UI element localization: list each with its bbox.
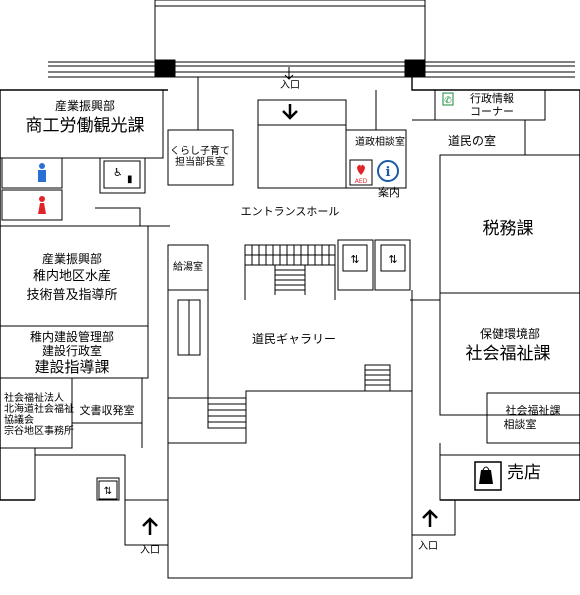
arrow-up-icon <box>142 509 438 535</box>
entrance-hall-label: エントランスホール <box>240 205 340 218</box>
industry-mid-dept: 産業振興部 <box>41 252 103 266</box>
industry-top-name: 商工労働観光課 <box>25 116 145 136</box>
svg-text:i: i <box>386 165 391 180</box>
accessible-toilet-icon: ♿ ▮ <box>103 160 141 189</box>
industry-top-dept: 産業振興部 <box>54 99 116 113</box>
info-label: 案内 <box>378 186 400 199</box>
shafuku-office-line2: 北海道社会福祉 <box>4 404 74 415</box>
left-mid-offices <box>0 225 149 449</box>
gyosei-line2: コーナー <box>470 105 514 118</box>
entrance-top: 入口 <box>280 80 300 91</box>
aed-icon: AED <box>349 159 373 186</box>
arrow-down-icon <box>282 67 298 120</box>
kensetsu-line2: 建設行政室 <box>41 344 103 358</box>
industry-mid-line2: 技術普及指導所 <box>26 288 118 303</box>
bottom-block <box>34 390 456 579</box>
hoken-dept: 保健環境部 <box>479 327 541 341</box>
kurashi-corridor <box>163 76 199 130</box>
shafuku-office-line4: 宗谷地区事務所 <box>4 426 74 437</box>
top-bars <box>48 59 575 78</box>
center-left-block <box>167 244 209 399</box>
bunsho-label: 文書収発室 <box>79 404 135 417</box>
male-toilet-icon <box>38 163 46 182</box>
central-box <box>257 99 347 189</box>
stairs-top <box>244 244 336 300</box>
gallery-area <box>207 290 440 500</box>
kensetsu-line1: 稚内建設管理部 <box>29 330 115 344</box>
kensetsu-name: 建設指導課 <box>34 358 110 376</box>
industry-mid-line1: 稚内地区水産 <box>32 269 112 284</box>
hoken-name: 社会福祉課 <box>465 344 551 364</box>
top-canopy <box>154 0 426 63</box>
shafuku-office-line3: 協議会 <box>4 415 34 426</box>
svg-text:♿: ♿ <box>113 166 123 179</box>
svg-text:⇅: ⇅ <box>350 253 359 266</box>
entrance-right: 入口 <box>418 541 438 552</box>
kurashi-line1: くらし子育て <box>170 146 230 157</box>
kurashi-room-box <box>167 129 234 186</box>
svg-text:AED: AED <box>355 178 368 185</box>
shafuku-office-line1: 社会福祉法人 <box>4 393 64 404</box>
female-toilet-icon <box>38 196 46 214</box>
consult-room-label: 道政相談室 <box>355 137 405 148</box>
zeimu-label: 税務課 <box>482 219 534 239</box>
svg-text:▮: ▮ <box>127 174 133 185</box>
gyosei-line1: 行政情報 <box>470 92 514 105</box>
shop-label: 売店 <box>507 463 541 483</box>
phone-icon: ✆ <box>442 92 454 106</box>
elevator-icon: ⇅ ⇅ ⇅ <box>98 244 406 500</box>
kyuto-label: 給湯室 <box>173 262 203 273</box>
svg-text:⇅: ⇅ <box>104 486 112 497</box>
svg-text:✆: ✆ <box>444 96 452 106</box>
svg-text:⇅: ⇅ <box>388 253 397 266</box>
shafuku-consult-line1: 社会福祉課 <box>505 404 561 417</box>
domin-room-label: 道民の室 <box>447 134 497 148</box>
info-icon: i <box>377 160 399 182</box>
shafuku-consult-line2: 相談室 <box>503 418 537 431</box>
shopping-bag-icon <box>474 461 502 491</box>
entrance-left: 入口 <box>140 545 160 556</box>
gallery-label: 道民ギャラリー <box>251 332 337 346</box>
elevator-boxes <box>337 239 411 291</box>
right-mid <box>439 292 580 501</box>
kurashi-line2: 担当部長室 <box>175 157 225 168</box>
